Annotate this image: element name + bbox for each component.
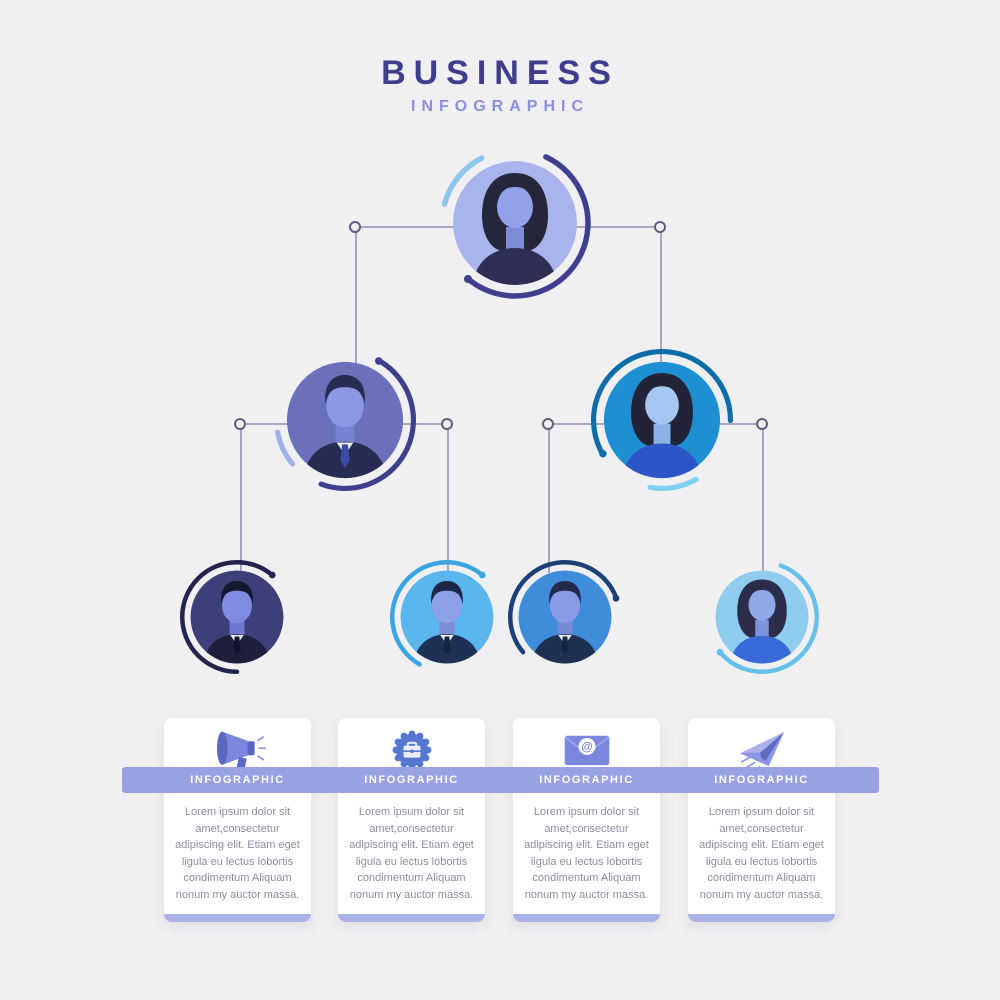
title-sub: INFOGRAPHIC [411,98,589,115]
card-footer-strip [338,914,485,922]
connector-line [240,423,242,573]
card-footer-strip [164,914,311,922]
connector-node [234,418,246,430]
connector-line [548,423,550,573]
avatar-level2-woman [590,348,734,492]
arc-end-dot [612,594,620,602]
card-body-text: Lorem ipsum dolor sit amet,consectetur a… [699,806,824,901]
banner-label-3: INFOGRAPHIC [539,774,634,786]
card-body-text: Lorem ipsum dolor sit amet,consectetur a… [524,806,649,901]
connector-line [660,226,662,366]
banner-label-4: INFOGRAPHIC [714,774,809,786]
avatar-level2-man [273,348,417,492]
page-title: BUSINESS INFOGRAPHIC [0,54,1000,116]
card-body-text: Lorem ipsum dolor sit amet,consectetur a… [175,806,300,901]
connector-node [756,418,768,430]
banner-label-2: INFOGRAPHIC [364,774,459,786]
info-card-3: @ Lorem ipsum dolor sit amet,consectetur… [513,718,660,922]
avatar-level3-man-2 [390,560,504,674]
connector-line [447,423,449,573]
svg-text:@: @ [581,740,592,753]
ribbon-banner: INFOGRAPHIC INFOGRAPHIC INFOGRAPHIC INFO… [122,767,879,793]
envelope-at-icon: @ [513,726,660,774]
connector-node [654,221,666,233]
banner-label-1: INFOGRAPHIC [190,774,285,786]
briefcase-badge-icon [338,726,485,774]
megaphone-icon [164,726,311,774]
connector-node [441,418,453,430]
connector-line [762,423,764,573]
arc-end-dot [478,571,486,579]
arc-end-dot [375,357,383,365]
card-footer-strip [688,914,835,922]
avatar-level3-woman-4 [705,560,819,674]
arc-end-dot [716,648,724,656]
avatar-level3-man-3 [508,560,622,674]
card-body-text: Lorem ipsum dolor sit amet,consectetur a… [349,806,474,901]
connector-node [542,418,554,430]
info-card-2: Lorem ipsum dolor sit amet,consectetur a… [338,718,485,922]
connector-node [349,221,361,233]
avatar-level3-man-1 [180,560,294,674]
avatar-level1-woman [439,147,591,299]
arc-end-dot [464,275,472,283]
arc-end-dot [268,571,276,579]
connector-line [355,226,357,366]
card-footer-strip [513,914,660,922]
info-card-1: Lorem ipsum dolor sit amet,consectetur a… [164,718,311,922]
title-main: BUSINESS [381,54,619,92]
info-card-4: Lorem ipsum dolor sit amet,consectetur a… [688,718,835,922]
paper-plane-icon [688,726,835,774]
arc-end-dot [599,450,607,458]
